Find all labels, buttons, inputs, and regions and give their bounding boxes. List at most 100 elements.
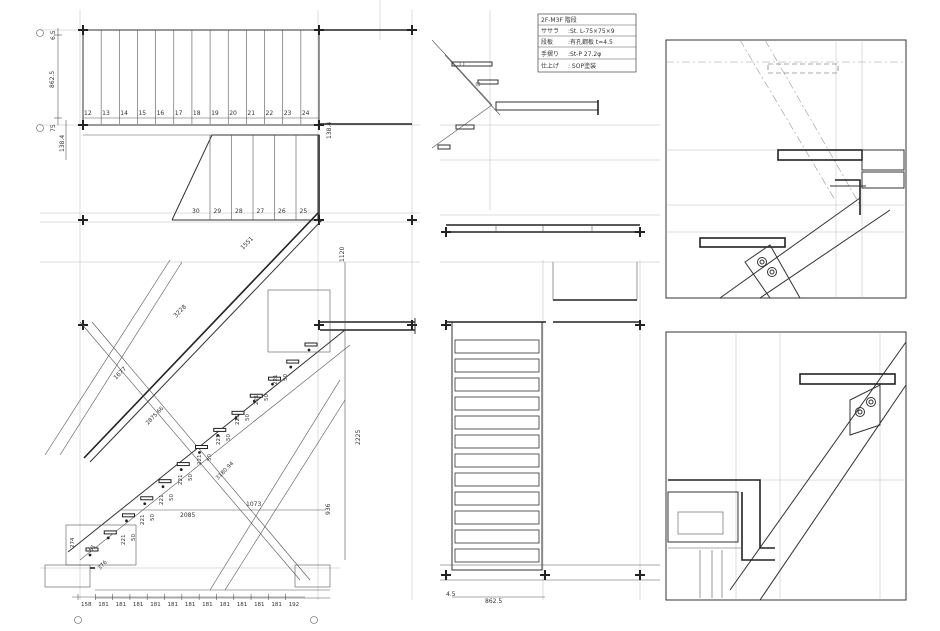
tread-label: 50 [131,534,137,541]
step-number: 28 [235,208,243,215]
step-number: 14 [120,110,128,117]
legend-row-2-label: 段板 [541,38,553,46]
step-number: 17 [175,110,183,117]
step-tread [213,427,227,432]
lower-stair-plan [171,134,320,221]
step-tread [268,376,281,381]
plan-tread [454,339,540,354]
rise-label: 221 [273,375,279,386]
tread-label: 50 [264,394,270,401]
step-number: 22 [266,110,274,117]
middle-plan-treads [454,339,540,563]
step-bolt [216,434,220,437]
legend-row-2-value: :有孔鋼板 t=4.5 [568,38,613,46]
dim-1551: 1551 [239,235,255,251]
dim-862-5: 862.5 [49,71,56,88]
legend-row-3-value: :St-P 27.2φ [568,51,601,58]
dim-2875: 2875.66 [145,406,165,427]
rise-label: 221 [178,475,184,486]
detail-top-right [665,39,907,299]
step-number: 30 [192,208,200,215]
step-tread [231,410,245,415]
step-bolt [234,416,238,420]
plan-tread [454,548,540,563]
step-number: 27 [257,208,265,215]
step-number: 20 [229,110,237,117]
bottom-dim-value: 181 [116,602,127,608]
dim-936: 936 [325,503,332,515]
step-number: 12 [84,110,92,117]
legend-row-1-label: ササラ [541,28,559,35]
upper-stair-plan [82,29,412,136]
tread-label: 50 [188,474,194,481]
dim-4-5-plan: 4.5 [446,591,456,598]
step-bolt [179,468,183,471]
lower-tread-lines [209,135,318,220]
dim-75: 75 [50,124,57,132]
plan-tread [454,529,540,544]
bottom-dim-value: 181 [150,602,161,608]
rise-label: 221 [197,455,203,466]
plan-tread [454,434,540,449]
middle-plan-stair: 862.5 4.5 [440,262,660,605]
step-bolt [198,451,201,454]
step-number: 29 [214,208,222,215]
elevation-step-nosings [85,342,318,557]
step-bolt [161,485,165,489]
rise-label: 221 [254,395,260,406]
step-tread [304,342,318,347]
step-bolt [125,519,128,523]
step-bolt [252,399,256,403]
step-bolt [143,502,147,506]
step-bolt [307,348,311,352]
middle-beam-section [446,224,640,233]
dim-376: 376 [97,559,109,571]
step-number: 21 [247,110,255,117]
dim-2225: 2225 [355,430,362,445]
dim-138-4-left: 138.4 [59,135,66,152]
tread-label: 50 [245,414,251,421]
plan-tread [454,453,540,468]
rise-label: 221 [140,515,146,526]
bottom-dim-value: 181 [202,602,213,608]
step-tread [195,445,208,449]
dim-1073: 1073 [246,501,261,508]
bottom-dim-value: 181 [133,602,144,608]
dim-862-5-plan: 862.5 [485,598,502,605]
bottom-dim-value: 181 [271,602,282,608]
bottom-dim-value: 192 [289,602,300,608]
stair-elevation [44,212,416,599]
dim-274: 274 [70,537,76,548]
upper-tread-lines [100,30,302,124]
rise-label: 221 [216,435,222,446]
step-number: 18 [193,110,201,117]
bottom-dim-value: 181 [98,602,109,608]
step-bolt [289,365,293,369]
rise-label: 221 [121,535,127,546]
step-number: 15 [138,110,146,117]
step-number: 26 [278,208,286,215]
bottom-dim-value: 181 [219,602,230,608]
tread-label: 50 [169,494,175,501]
legend-row-4-value: : SOP塗装 [568,62,596,70]
dim-51: 51 [89,544,98,553]
plan-tread [454,510,540,525]
plan-tread [454,396,540,411]
step-number: 23 [284,110,292,117]
middle-cross-marks [441,227,645,580]
step-bolt [106,536,110,540]
dim-6-5: 6.5 [50,30,57,40]
step-tread [122,513,135,518]
legend-row-3-label: 手摺り [541,50,559,58]
specification-legend: 2F-M3F 階段 ササラ :St. L-75×75×9 段板 :有孔鋼板 t=… [537,13,637,73]
step-tread [249,393,263,398]
bottom-dim-value: 181 [168,602,179,608]
bottom-dim-value: 181 [254,602,264,608]
detail-bottom-right [665,331,907,601]
rise-label: 221 [159,495,165,506]
column-cross-marks [78,25,417,330]
